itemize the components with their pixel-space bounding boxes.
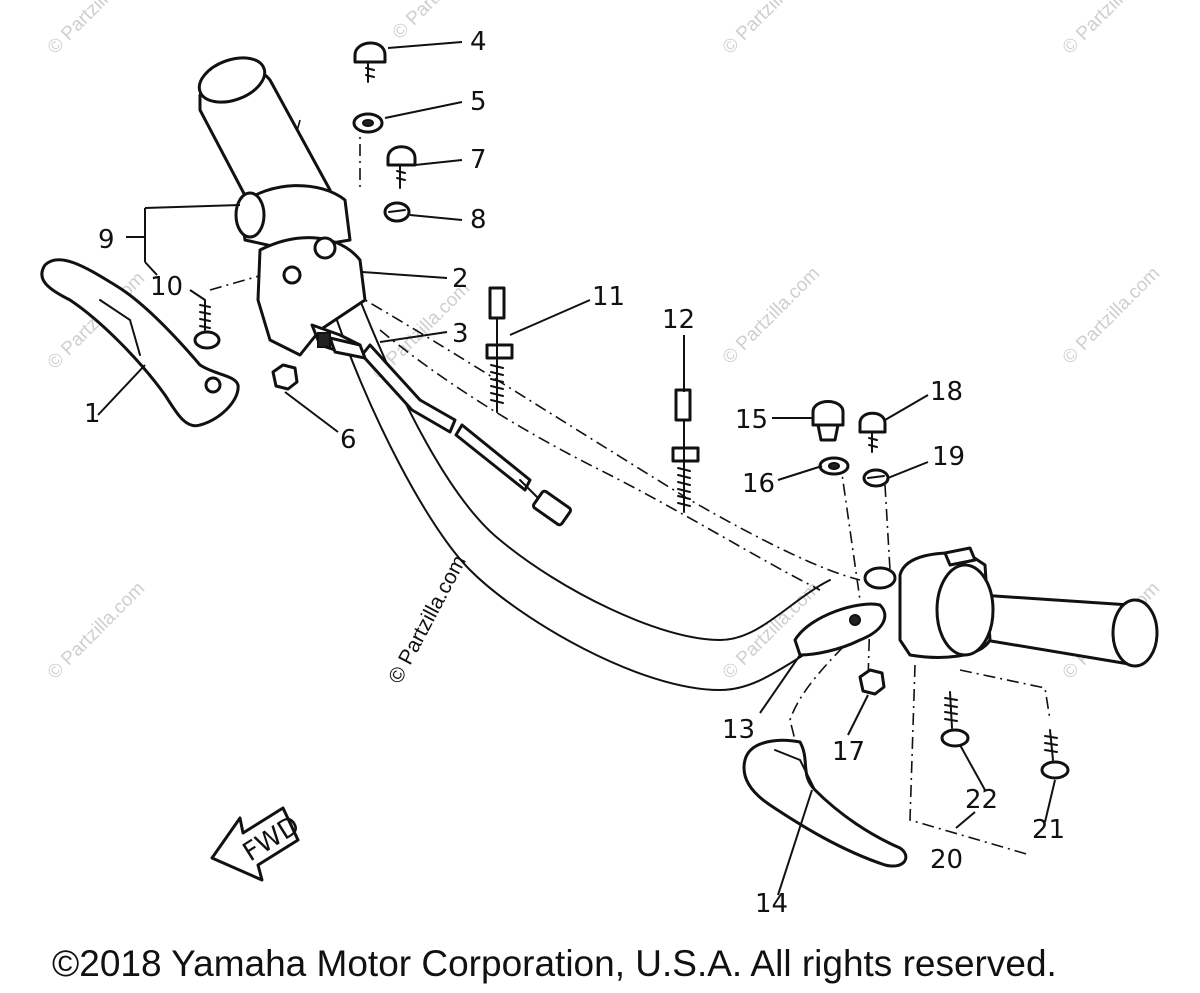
- part-22-bolt: [940, 691, 970, 748]
- right-grip: [978, 593, 1159, 668]
- part-14-lever: [742, 738, 908, 868]
- watermark: © Partzilla.com: [1059, 263, 1164, 368]
- callout-4: 4: [470, 27, 487, 57]
- part-1-lever: [40, 258, 240, 428]
- callout-3: 3: [452, 319, 469, 349]
- part-15-bolt: [811, 400, 845, 442]
- leader-lines: [97, 41, 1056, 896]
- callout-22: 22: [965, 785, 998, 815]
- callout-8: 8: [470, 205, 487, 235]
- callout-5: 5: [470, 87, 487, 117]
- part-19-washer: [862, 468, 890, 488]
- callout-11: 11: [592, 282, 625, 312]
- part-10-bolt: [193, 299, 221, 350]
- fwd-arrow: FWD: [210, 806, 305, 882]
- part-13-pivot: [793, 602, 887, 657]
- callout-18: 18: [930, 377, 963, 407]
- part-8-washer: [383, 201, 411, 223]
- part-7-bolt: [386, 145, 417, 189]
- callout-6: 6: [340, 425, 357, 455]
- part-17-nut: [858, 668, 886, 696]
- callout-10: 10: [150, 272, 183, 302]
- part-6-nut: [271, 363, 299, 391]
- watermark: © Partzilla.com: [719, 0, 824, 59]
- part-4-bolt: [353, 41, 387, 83]
- wiring-harness: [360, 343, 572, 527]
- copyright-notice: ©2018 Yamaha Motor Corporation, U.S.A. A…: [52, 943, 1057, 984]
- part-5-washer: [352, 112, 384, 134]
- part-3-adjuster: [317, 332, 367, 360]
- part-18-bolt: [858, 411, 887, 453]
- left-grip: [197, 56, 332, 207]
- callout-15: 15: [735, 405, 768, 435]
- callout-1: 1: [84, 399, 101, 429]
- callout-19: 19: [932, 442, 965, 472]
- watermark: © Partzilla.com: [44, 578, 149, 683]
- callouts: 4 5 7 8 2 3 9 10 1 6 11 12 15 18 16 19 1…: [84, 27, 1065, 919]
- callout-13: 13: [722, 715, 755, 745]
- handlebar: [329, 299, 831, 692]
- callout-9: 9: [98, 225, 115, 255]
- callout-16: 16: [742, 469, 775, 499]
- part-21-bolt: [1040, 729, 1070, 780]
- callout-21: 21: [1032, 815, 1065, 845]
- part-12-adjuster: [671, 388, 700, 513]
- callout-12: 12: [662, 305, 695, 335]
- callout-20: 20: [930, 845, 963, 875]
- watermark: © Partzilla.com: [719, 263, 824, 368]
- watermark: © Partzilla.com: [44, 0, 149, 59]
- callout-14: 14: [755, 889, 788, 919]
- callout-7: 7: [470, 145, 487, 175]
- center-watermark: © Partzilla.com: [384, 552, 471, 688]
- left-lever-holder: [234, 184, 367, 357]
- part-11-adjuster: [485, 286, 514, 413]
- watermark: © Partzilla.com: [1059, 0, 1164, 59]
- cable-guide-lines: [209, 119, 1051, 856]
- part-16-washer: [818, 456, 850, 476]
- callout-17: 17: [832, 737, 865, 767]
- right-lever-holder: [863, 546, 995, 659]
- callout-2: 2: [452, 264, 469, 294]
